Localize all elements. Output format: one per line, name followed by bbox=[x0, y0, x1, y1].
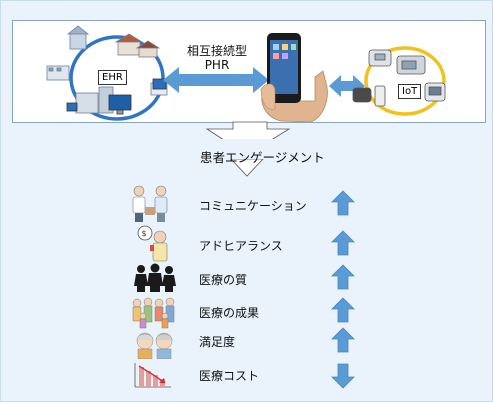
funnel-arrow-icon bbox=[201, 121, 301, 177]
outcome-label-medical-cost: 医療コスト bbox=[199, 369, 260, 383]
outcome-label-communication: コミュニケーション bbox=[199, 199, 307, 213]
phr-label-line1: 相互接続型 bbox=[186, 44, 247, 58]
smiling-elderly-icon bbox=[136, 332, 173, 359]
family-group-icon bbox=[132, 297, 175, 329]
ehr-label: EHR bbox=[98, 70, 127, 85]
svg-text:$: $ bbox=[142, 229, 147, 238]
increase-arrow-icon bbox=[331, 264, 355, 290]
decrease-arrow-icon bbox=[331, 363, 355, 389]
outcome-label-quality-of-care: 医療の質 bbox=[199, 273, 248, 287]
iot-label: IoT bbox=[398, 84, 422, 99]
increase-arrow-icon bbox=[331, 190, 355, 216]
outcome-label-adherence: アドヒアランス bbox=[199, 239, 283, 253]
outcome-label-care-outcomes: 医療の成果 bbox=[199, 306, 260, 320]
phr-label-line2: PHR bbox=[204, 58, 230, 72]
ehr-network-icon bbox=[46, 25, 446, 121]
doctor-patient-talking-icon bbox=[132, 185, 168, 222]
outcome-label-satisfaction: 満足度 bbox=[199, 335, 236, 349]
increase-arrow-icon bbox=[331, 297, 355, 323]
engagement-title: 患者エンゲージメント bbox=[200, 150, 325, 165]
increase-arrow-icon bbox=[331, 230, 355, 256]
increase-arrow-icon bbox=[331, 327, 355, 353]
people-group-icon bbox=[134, 263, 176, 292]
patient-taking-medicine-icon: $ bbox=[137, 225, 168, 262]
falling-cost-chart-icon bbox=[134, 363, 171, 388]
top-panel: EHR IoT 相互接続型 PHR bbox=[12, 20, 486, 123]
smartphone-in-hand-icon bbox=[260, 33, 328, 122]
